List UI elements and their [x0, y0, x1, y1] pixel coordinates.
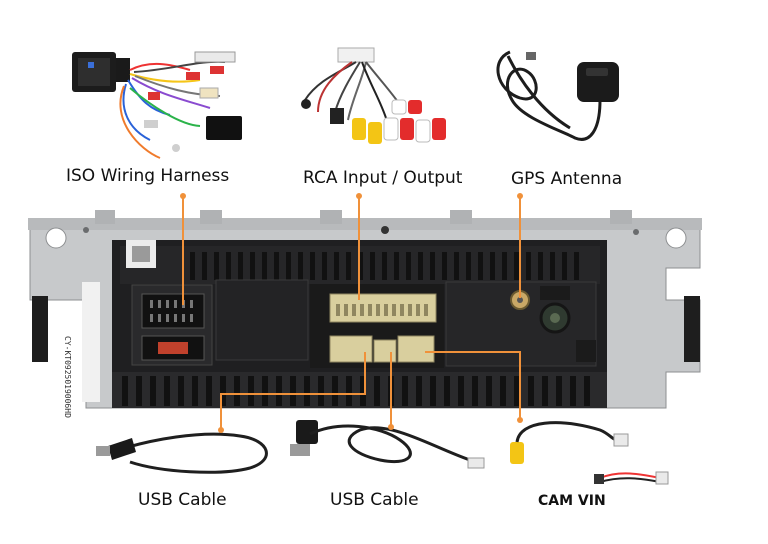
- cam-vin-label: CAM VIN: [538, 493, 606, 509]
- iso-wiring-harness-image: [72, 51, 242, 159]
- usb-cable-2-label: USB Cable: [330, 490, 419, 510]
- usb-cable-1-label: USB Cable: [138, 490, 227, 510]
- usb-cable-1-image: [96, 432, 268, 474]
- callout-lines: [182, 196, 521, 430]
- serial-number-text: CY-KT0925019006HD: [63, 336, 72, 418]
- rca-cable-image: [301, 47, 446, 144]
- gps-antenna-label: GPS Antenna: [511, 169, 623, 189]
- gps-antenna-image: [496, 50, 619, 141]
- callout-dots: [180, 193, 523, 433]
- rca-input-output-label: RCA Input / Output: [303, 168, 463, 188]
- iso-wiring-harness-label: ISO Wiring Harness: [66, 166, 230, 186]
- cam-vin-image: [510, 421, 669, 485]
- usb-cable-2-image: [290, 420, 485, 469]
